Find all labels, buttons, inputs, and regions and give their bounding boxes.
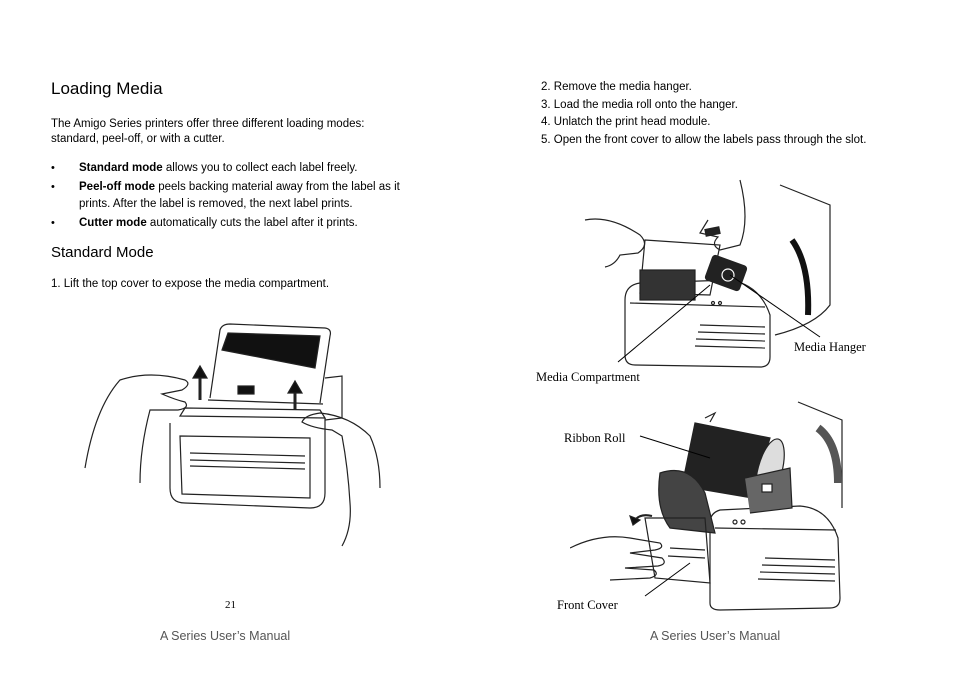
list-item: 2. Remove the media hanger.	[541, 81, 692, 93]
list-item: 5. Open the front cover to allow the lab…	[541, 133, 867, 146]
mode-description: allows you to collect each label freely.	[162, 162, 358, 174]
mode-name: Standard mode	[79, 162, 163, 174]
callout-media-hanger: Media Hanger	[794, 340, 866, 354]
footer-left: A Series User’s Manual	[160, 629, 291, 643]
intro-paragraph: The Amigo Series printers offer three di…	[51, 118, 365, 145]
callout-front-cover: Front Cover	[557, 598, 618, 612]
list-item: 3. Load the media roll onto the hanger.	[541, 98, 738, 111]
mode-name: Cutter mode	[79, 217, 147, 229]
bullet-icon: •	[51, 217, 55, 229]
list-item: 4. Unlatch the print head module.	[541, 116, 711, 128]
bullet-icon: •	[51, 181, 55, 193]
step-1-text: 1. Lift the top cover to expose the medi…	[51, 278, 330, 290]
mode-name: Peel-off mode	[79, 181, 156, 193]
loading-modes-list: • Standard mode allows you to collect eac…	[51, 160, 411, 234]
section-subtitle: Standard Mode	[51, 244, 154, 261]
footer-right: A Series User’s Manual	[650, 629, 781, 643]
steps-list: 2. Remove the media hanger. 3. Load the …	[541, 79, 866, 149]
media-hanger-illustration	[584, 179, 831, 368]
list-item: • Cutter mode automatically cuts the labe…	[51, 215, 411, 232]
list-item: • Peel-off mode peels backing material aw…	[51, 179, 411, 213]
section-title: Loading Media	[51, 79, 163, 98]
list-item: • Standard mode allows you to collect eac…	[51, 160, 411, 177]
page-number: 21	[225, 599, 236, 611]
bullet-icon: •	[51, 162, 55, 174]
callout-media-compartment: Media Compartment	[536, 370, 640, 384]
callout-ribbon-roll: Ribbon Roll	[564, 431, 626, 445]
printer-open-cover-illustration	[84, 323, 381, 547]
mode-description: peels backing material away from the lab…	[79, 181, 400, 210]
ribbon-front-cover-illustration	[570, 401, 843, 611]
mode-description: automatically cuts the label after it pr…	[146, 217, 358, 229]
